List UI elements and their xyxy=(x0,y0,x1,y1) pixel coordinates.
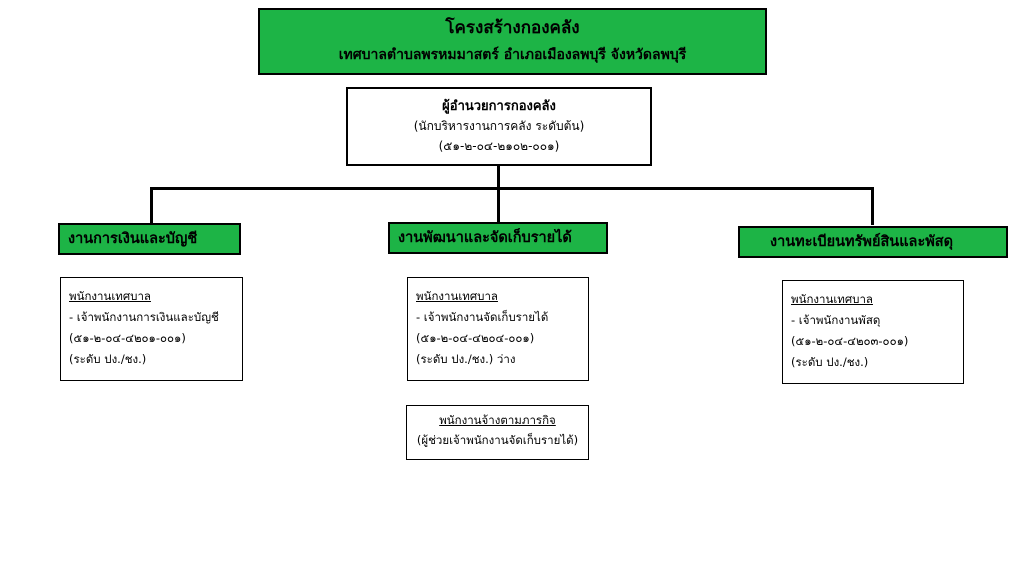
dept-revenue-label: งานพัฒนาและจัดเก็บรายได้ xyxy=(398,230,572,246)
staff-code: (๕๑-๒-๐๔-๔๒๐๔-๐๐๑) xyxy=(416,331,535,345)
staff-position: - เจ้าพนักงานการเงินและบัญชี xyxy=(69,310,219,324)
chart-subtitle: เทศบาลตำบลพรหมมาสตร์ อำเภอเมืองลพบุรี จั… xyxy=(338,47,687,63)
connector-left-drop xyxy=(150,187,153,224)
connector-horizontal xyxy=(150,187,874,190)
staff-box-finance: พนักงานเทศบาล - เจ้าพนักงานการเงินและบัญ… xyxy=(60,277,243,381)
staff-position: - เจ้าพนักงานจัดเก็บรายได้ xyxy=(416,310,549,324)
staff-position: - เจ้าพนักงานพัสดุ xyxy=(791,313,881,327)
staff-code: (๕๑-๒-๐๔-๔๒๐๑-๐๐๑) xyxy=(69,331,186,345)
contract-heading: พนักงานจ้างตามภารกิจ xyxy=(439,413,556,427)
dept-assets-label: งานทะเบียนทรัพย์สินและพัสดุ xyxy=(770,234,954,250)
director-rank: (นักบริหารงานการคลัง ระดับต้น) xyxy=(413,119,585,133)
staff-heading: พนักงานเทศบาล xyxy=(416,289,498,303)
director-title: ผู้อำนวยการกองคลัง xyxy=(442,99,556,114)
connector-head-down xyxy=(497,166,500,223)
staff-level: (ระดับ ปง./ชง.) ว่าง xyxy=(416,352,516,366)
staff-level: (ระดับ ปง./ชง.) xyxy=(791,355,869,369)
staff-code: (๕๑-๒-๐๔-๔๒๐๓-๐๐๑) xyxy=(791,334,909,348)
staff-heading: พนักงานเทศบาล xyxy=(791,292,873,306)
chart-title: โครงสร้างกองคลัง xyxy=(445,18,580,38)
chart-title-box: โครงสร้างกองคลัง เทศบาลตำบลพรหมมาสตร์ อำ… xyxy=(258,8,767,75)
dept-revenue: งานพัฒนาและจัดเก็บรายได้ xyxy=(388,222,608,254)
dept-assets: งานทะเบียนทรัพย์สินและพัสดุ xyxy=(738,226,1008,258)
dept-finance: งานการเงินและบัญชี xyxy=(58,223,241,255)
contract-position: (ผู้ช่วยเจ้าพนักงานจัดเก็บรายได้) xyxy=(416,433,579,447)
staff-level: (ระดับ ปง./ชง.) xyxy=(69,352,147,366)
director-box: ผู้อำนวยการกองคลัง (นักบริหารงานการคลัง … xyxy=(346,87,652,166)
staff-box-assets: พนักงานเทศบาล - เจ้าพนักงานพัสดุ (๕๑-๒-๐… xyxy=(782,280,964,384)
director-code: (๕๑-๒-๐๔-๒๑๐๒-๐๐๑) xyxy=(438,139,560,153)
connector-right-drop xyxy=(871,187,874,225)
contract-box-revenue: พนักงานจ้างตามภารกิจ (ผู้ช่วยเจ้าพนักงาน… xyxy=(406,405,589,460)
staff-box-revenue: พนักงานเทศบาล - เจ้าพนักงานจัดเก็บรายได้… xyxy=(407,277,589,381)
staff-heading: พนักงานเทศบาล xyxy=(69,289,151,303)
dept-finance-label: งานการเงินและบัญชี xyxy=(68,231,198,247)
